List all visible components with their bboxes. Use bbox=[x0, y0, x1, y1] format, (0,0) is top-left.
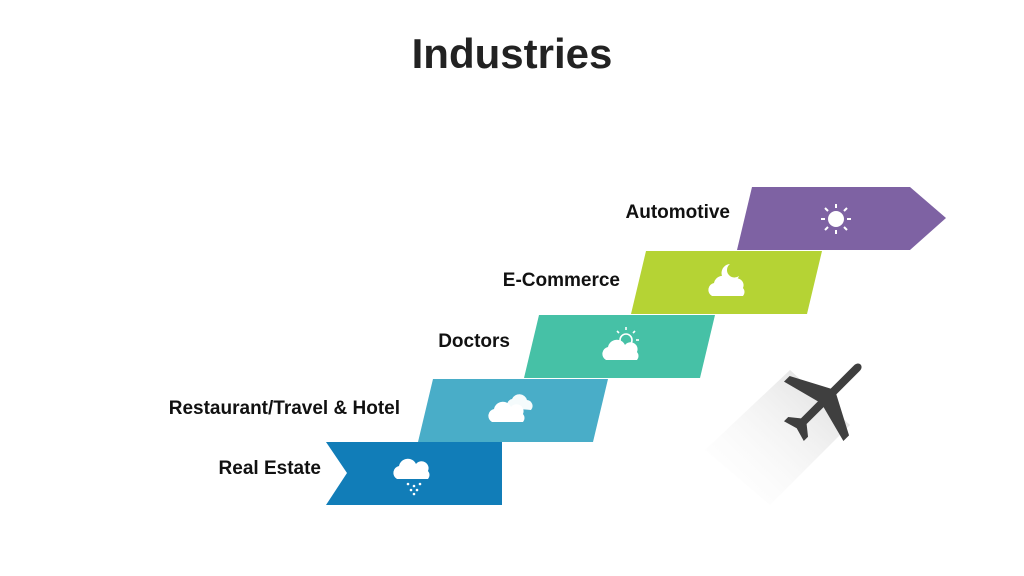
page-title: Industries bbox=[411, 30, 613, 77]
step-label-doctors: Doctors bbox=[438, 331, 510, 352]
cloud-sun-icon bbox=[602, 327, 639, 360]
step-label-real-estate: Real Estate bbox=[218, 458, 321, 479]
step-label-restaurant: Restaurant/Travel & Hotel bbox=[168, 398, 400, 419]
cloud-moon-icon bbox=[708, 264, 745, 296]
airplane-graphic bbox=[705, 363, 862, 505]
cloud-icon bbox=[488, 394, 533, 422]
cloud-rain-icon bbox=[393, 458, 430, 496]
sun-icon bbox=[821, 204, 851, 234]
airplane-shadow-trail bbox=[705, 370, 850, 505]
step-label-e-commerce: E-Commerce bbox=[502, 270, 620, 291]
airplane-icon bbox=[783, 363, 862, 442]
step-label-automotive: Automotive bbox=[625, 202, 731, 223]
